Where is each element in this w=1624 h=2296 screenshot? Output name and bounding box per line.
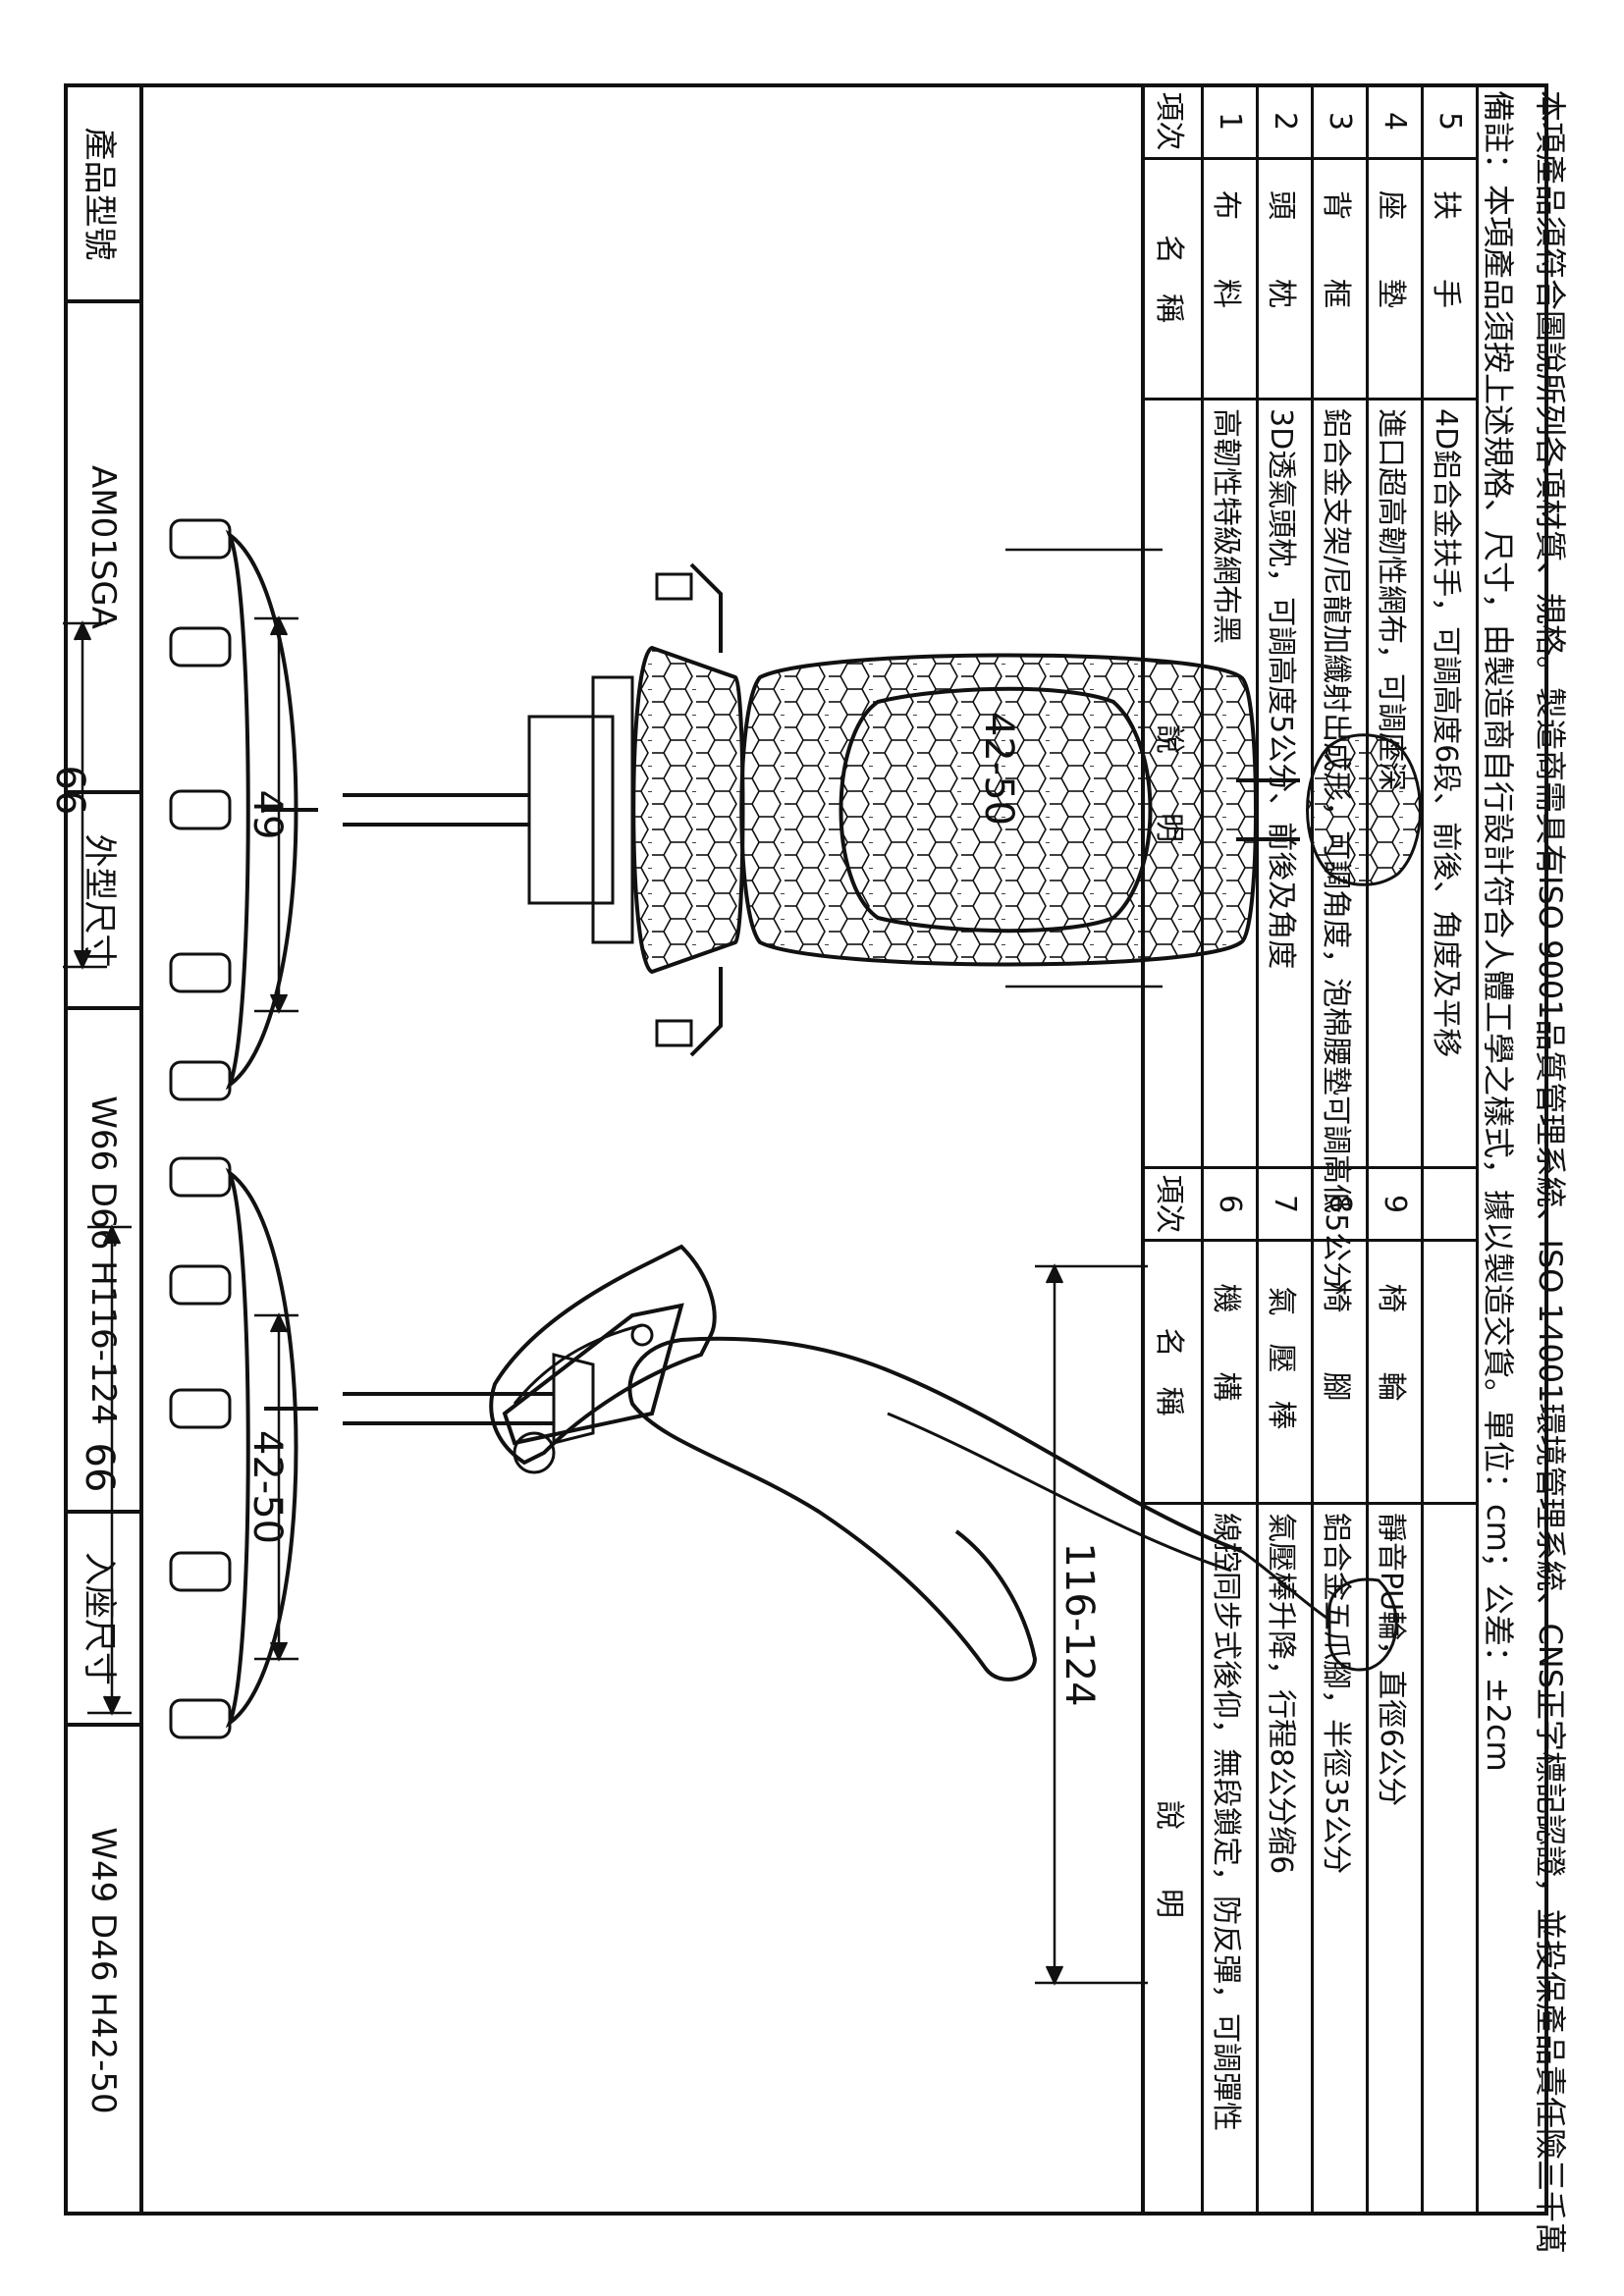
front-seat-width-dim: 42-50 bbox=[976, 712, 1021, 826]
side-total-height-dim: 116-124 bbox=[1056, 1542, 1102, 1706]
side-dimensions bbox=[87, 1224, 1148, 1986]
chair-front-view bbox=[169, 518, 1422, 1101]
front-height-dim: 66 bbox=[47, 766, 92, 816]
side-height-dim: 66 bbox=[77, 1443, 122, 1493]
front-dimensions bbox=[63, 548, 1163, 1014]
chair-side-view bbox=[169, 1156, 1398, 1739]
front-back-height-dim: 49 bbox=[244, 790, 290, 840]
side-seat-height-dim: 42-50 bbox=[244, 1430, 290, 1544]
